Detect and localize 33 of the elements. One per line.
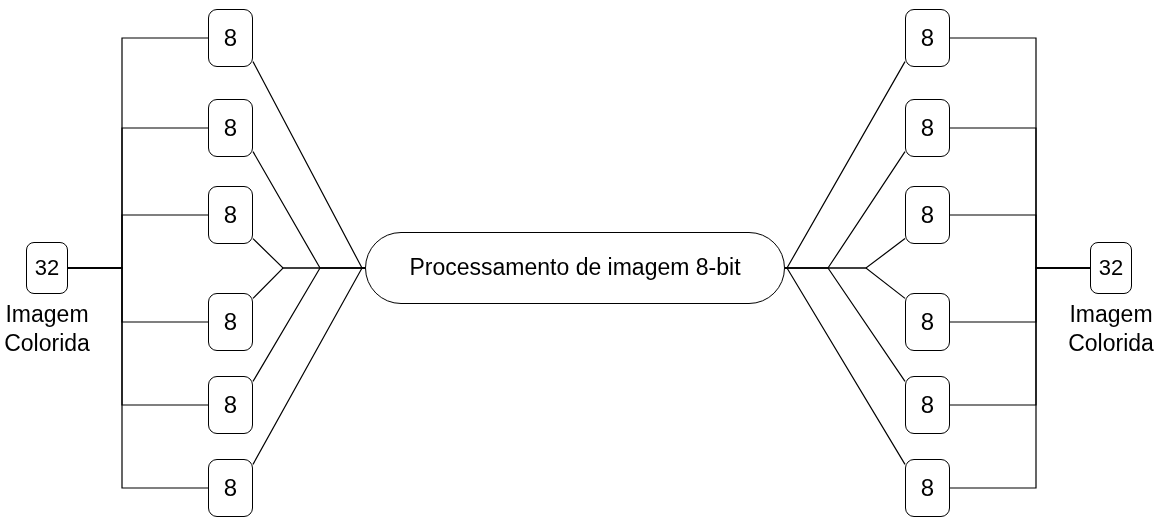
value-box bbox=[208, 376, 253, 434]
node-label: 8 bbox=[222, 390, 239, 420]
value-box bbox=[905, 9, 950, 67]
value-box bbox=[905, 293, 950, 351]
image-caption: Imagem Colorida bbox=[3, 300, 91, 358]
value-box bbox=[208, 459, 253, 517]
node-label: 8 bbox=[919, 307, 936, 337]
value-box bbox=[905, 99, 950, 157]
node-label: 8 bbox=[919, 200, 936, 230]
node-label: 8 bbox=[919, 113, 936, 143]
value-box bbox=[905, 459, 950, 517]
node-label: 8 bbox=[919, 390, 936, 420]
value-box bbox=[1090, 242, 1132, 294]
value-box bbox=[905, 376, 950, 434]
node-label: 8 bbox=[222, 473, 239, 503]
value-box bbox=[208, 9, 253, 67]
node-label: 8 bbox=[222, 307, 239, 337]
connector-line bbox=[784, 267, 906, 465]
node-label: Processamento de imagem 8-bit bbox=[408, 254, 742, 282]
value-box bbox=[208, 99, 253, 157]
node-label: 32 bbox=[1097, 254, 1125, 282]
node-label: 8 bbox=[919, 473, 936, 503]
node-label: 8 bbox=[222, 23, 239, 53]
node-label: 8 bbox=[919, 23, 936, 53]
value-box bbox=[208, 186, 253, 244]
connector-line bbox=[784, 61, 906, 269]
value-box bbox=[905, 186, 950, 244]
node-label: 32 bbox=[33, 254, 61, 282]
value-box bbox=[208, 293, 253, 351]
value-box bbox=[26, 242, 68, 294]
node-label: 8 bbox=[222, 113, 239, 143]
node-label: 8 bbox=[222, 200, 239, 230]
image-caption: Imagem Colorida bbox=[1067, 300, 1155, 358]
